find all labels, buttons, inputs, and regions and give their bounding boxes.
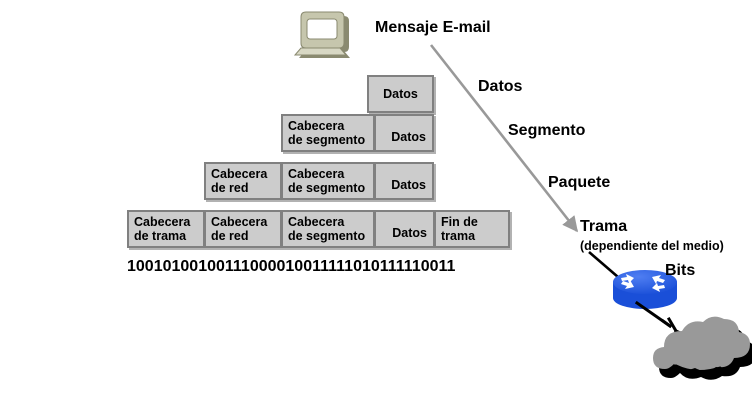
encapsulation-row-segmento: Cabecera de segmento Datos bbox=[281, 114, 434, 152]
trama-leader-line bbox=[588, 251, 619, 278]
stage-label-trama: Trama bbox=[580, 218, 628, 235]
cell-datos: Datos bbox=[367, 75, 434, 113]
cell-cabecera-de-segmento: Cabecera de segmento bbox=[281, 162, 374, 200]
encapsulation-row-paquete: Cabecera de red Cabecera de segmento Dat… bbox=[204, 162, 434, 200]
computer-monitor-icon bbox=[293, 11, 350, 58]
stage-label-datos: Datos bbox=[478, 78, 523, 95]
cell-fin-de-trama: Fin de trama bbox=[434, 210, 510, 248]
cell-datos: Datos bbox=[374, 162, 434, 200]
encapsulation-row-datos: Datos bbox=[367, 75, 434, 113]
encapsulation-row-trama: Cabecera de trama Cabecera de red Cabece… bbox=[127, 210, 510, 248]
cell-label: Datos bbox=[391, 178, 426, 192]
cell-datos: Datos bbox=[374, 210, 434, 248]
cell-label: Cabecera de segmento bbox=[288, 167, 366, 195]
cell-cabecera-de-trama: Cabecera de trama bbox=[127, 210, 204, 248]
cell-label: Cabecera de trama bbox=[134, 215, 191, 243]
cell-label: Cabecera de red bbox=[211, 215, 268, 243]
cell-cabecera-de-red: Cabecera de red bbox=[204, 162, 281, 200]
cell-label: Cabecera de segmento bbox=[288, 119, 366, 147]
stage-label-trama-sublabel: (dependiente del medio) bbox=[580, 239, 724, 253]
cell-label: Datos bbox=[392, 226, 427, 240]
cell-cabecera-de-red: Cabecera de red bbox=[204, 210, 281, 248]
diagram-title: Mensaje E-mail bbox=[375, 19, 491, 36]
cell-label: Datos bbox=[383, 87, 418, 101]
stage-label-bits: Bits bbox=[665, 262, 696, 279]
cell-label: Cabecera de red bbox=[211, 167, 268, 195]
stage-label-segmento: Segmento bbox=[508, 122, 586, 139]
cell-cabecera-de-segmento: Cabecera de segmento bbox=[281, 210, 374, 248]
cell-datos: Datos bbox=[374, 114, 434, 152]
media-link-icon bbox=[634, 300, 716, 352]
cell-label: Cabecera de segmento bbox=[288, 215, 366, 243]
cell-label: Datos bbox=[391, 130, 426, 144]
network-cloud-icon bbox=[653, 316, 752, 380]
cell-label: Fin de trama bbox=[441, 215, 478, 243]
cell-cabecera-de-segmento: Cabecera de segmento bbox=[281, 114, 374, 152]
stage-label-paquete: Paquete bbox=[548, 174, 611, 191]
bits-string: 10010100100111000010011111010111110011 bbox=[127, 258, 456, 275]
